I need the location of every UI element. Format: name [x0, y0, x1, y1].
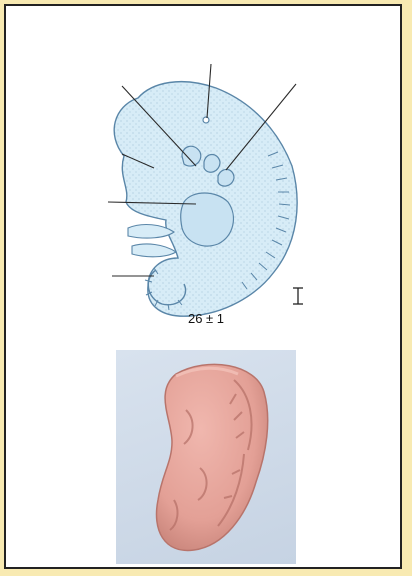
embryo-illustration: [6, 6, 400, 346]
embryo-model-photo: [116, 350, 296, 564]
yolk-folds: [128, 225, 176, 257]
heart-bulge: [181, 193, 234, 246]
scale-bar-icon: [293, 288, 303, 304]
otic-pit: [203, 117, 209, 123]
stage-label: 26 ± 1: [166, 311, 246, 326]
figure-frame: 26 ± 1: [4, 4, 402, 569]
